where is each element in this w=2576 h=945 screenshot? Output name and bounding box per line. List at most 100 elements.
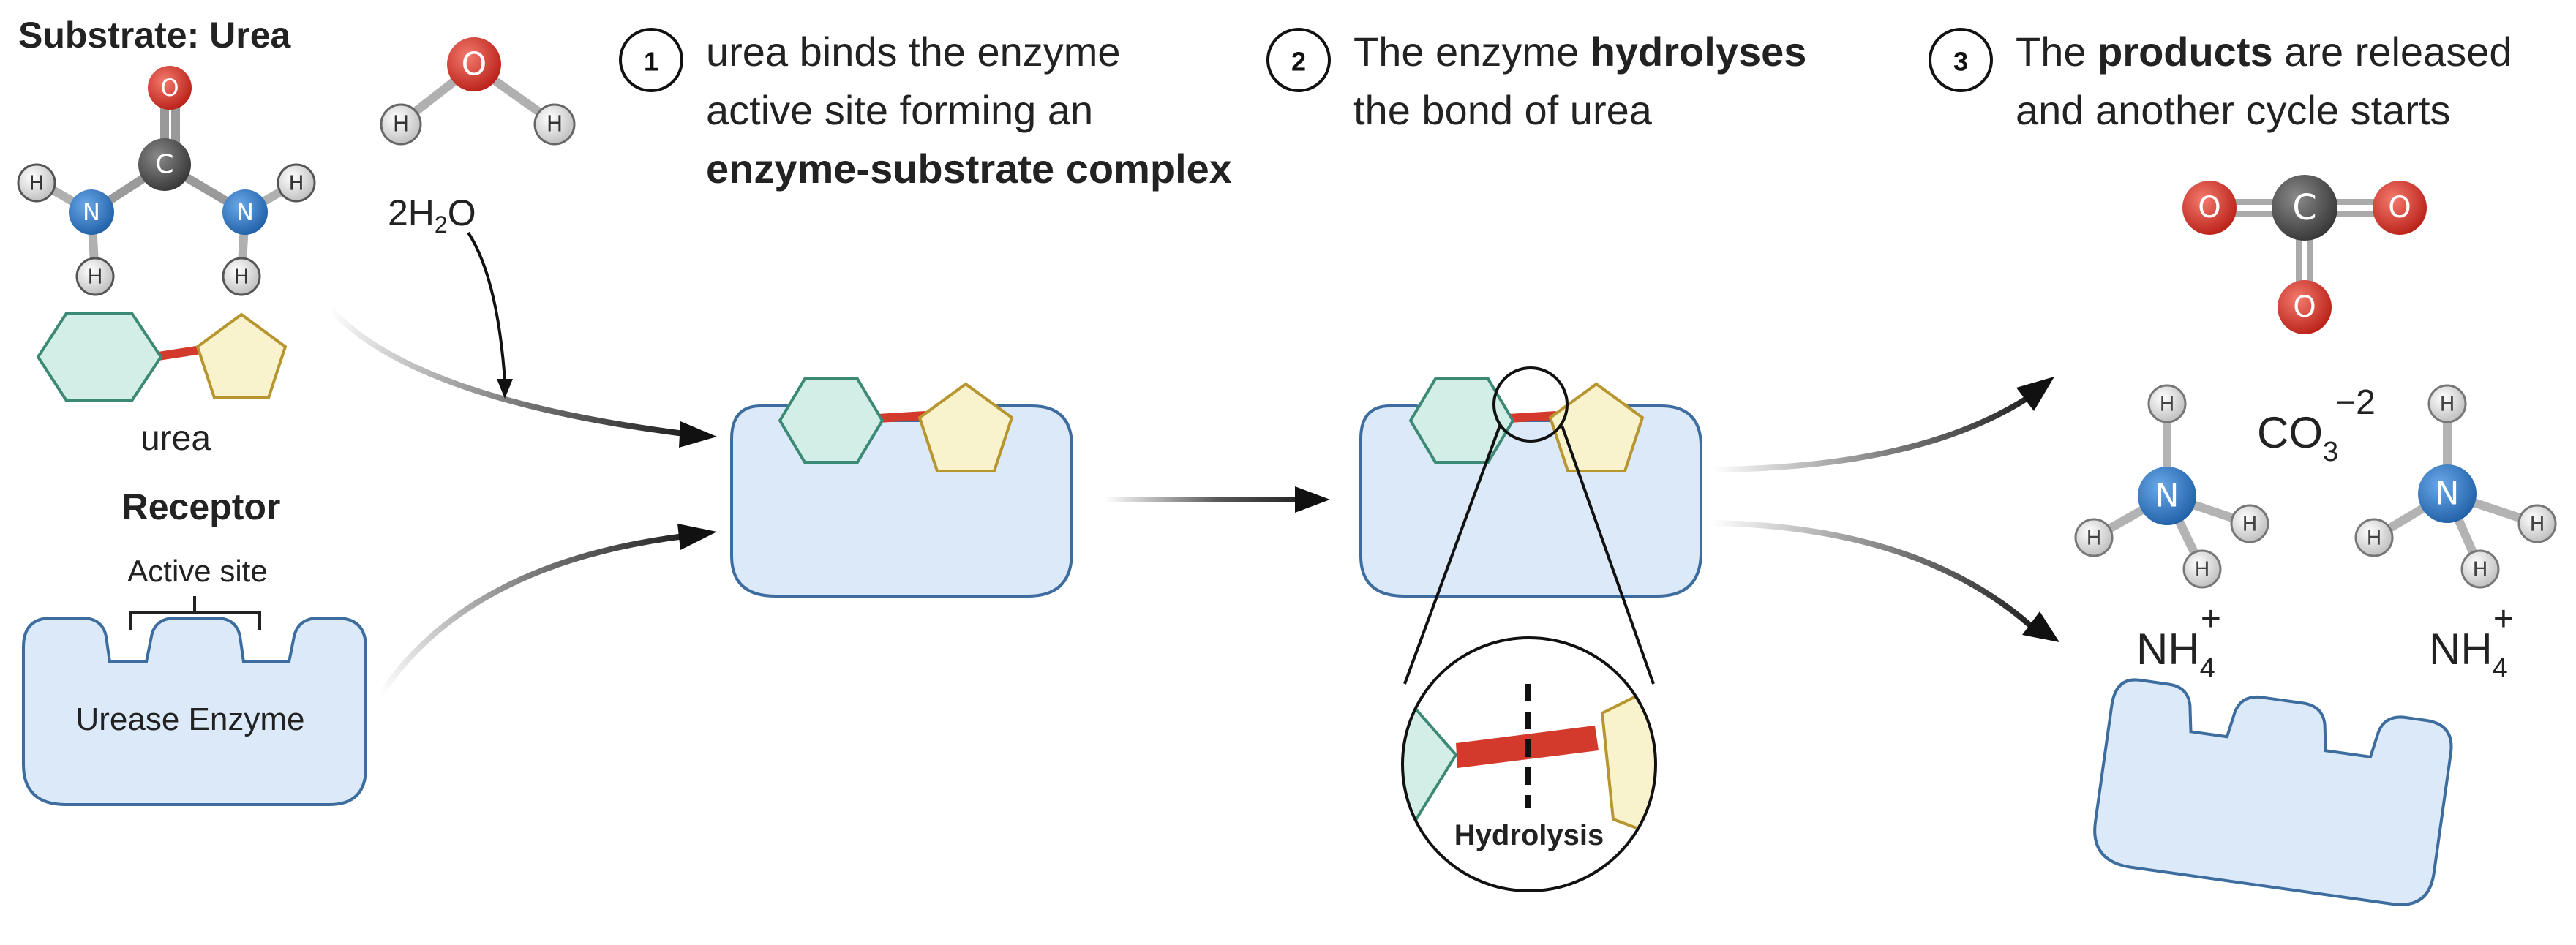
urea-oxygen-atom xyxy=(148,66,192,110)
hydrolysis-complex xyxy=(1359,366,1702,598)
svg-text:H: H xyxy=(547,112,563,138)
water-oxygen-atom xyxy=(447,37,501,91)
svg-text:3: 3 xyxy=(1953,47,1968,77)
ammonium-hydrogen-atom xyxy=(2230,504,2269,543)
enzyme-substrate-complex xyxy=(730,377,1073,598)
arrow-to-co2 xyxy=(1711,377,2054,472)
ammonium-hydrogen-atom xyxy=(2074,518,2114,557)
co2-oxygen-atom xyxy=(2373,181,2427,235)
ammonium-formula-right: NH4+ xyxy=(2429,600,2514,684)
arrow-water-to-complex xyxy=(467,231,513,399)
urea-hexagon xyxy=(36,312,163,402)
svg-text:O: O xyxy=(160,74,179,102)
urea-pentagon xyxy=(195,312,288,399)
svg-text:H: H xyxy=(2439,392,2455,416)
step-1-line-2: active site forming an xyxy=(706,87,1093,133)
ammonium-nitrogen-atom xyxy=(2138,467,2196,525)
svg-text:C: C xyxy=(155,150,173,180)
arrow-urea-to-complex xyxy=(326,305,717,448)
svg-text:O: O xyxy=(2388,191,2411,225)
zoom-line-left xyxy=(1403,425,1501,685)
step-2-number-badge: 2 xyxy=(1266,28,1331,92)
co2-oxygen-atom xyxy=(2182,181,2237,235)
svg-text:H: H xyxy=(29,171,44,195)
svg-text:H: H xyxy=(2159,392,2174,416)
svg-text:H: H xyxy=(2366,526,2381,550)
hydrolysis-label: Hydrolysis xyxy=(1454,819,1604,851)
svg-text:2: 2 xyxy=(1291,47,1306,77)
step-1-number-badge: 1 xyxy=(619,28,683,92)
urea-nitrogen-atom-left xyxy=(69,189,114,235)
co2-carbon-atom xyxy=(2272,175,2337,241)
water-formula: 2H2O xyxy=(388,192,476,238)
svg-text:N: N xyxy=(2436,475,2460,513)
complex-hexagon xyxy=(778,377,885,464)
step-3-number-badge: 3 xyxy=(1929,28,1993,92)
ammonium-hydrogen-atom xyxy=(2182,549,2222,589)
carbonate-formula: CO3−2 xyxy=(2257,383,2376,467)
receptor-title: Receptor xyxy=(122,486,281,527)
svg-text:O: O xyxy=(2198,191,2220,225)
step-1-line-3: enzyme-substrate complex xyxy=(706,146,1232,192)
released-enzyme-shape xyxy=(2093,678,2453,906)
hydrolysis-bond xyxy=(1508,411,1557,423)
co2-oxygen-atom xyxy=(2278,280,2332,334)
svg-text:H: H xyxy=(2086,526,2101,550)
svg-text:H: H xyxy=(288,171,304,195)
ammonium-hydrogen-atom xyxy=(2517,504,2557,543)
urea-carbon-atom xyxy=(138,138,191,191)
urea-hydrogen-atom xyxy=(277,163,316,203)
water-hydrogen-atom xyxy=(380,103,422,146)
urea-label: urea xyxy=(140,419,211,458)
svg-text:O: O xyxy=(462,46,487,83)
urea-molecule: O C N N H H H H xyxy=(17,66,316,296)
urea-hydrogen-atom xyxy=(17,163,56,203)
svg-text:1: 1 xyxy=(644,47,658,77)
hydrolysis-zoom-circle: Hydrolysis xyxy=(1401,636,1657,892)
carbon-dioxide-molecule: O C O O xyxy=(2182,175,2427,334)
svg-text:H: H xyxy=(2472,557,2487,581)
urea-nitrogen-atom-right xyxy=(222,189,268,235)
water-molecule: O H H xyxy=(380,37,576,146)
substrate-title: Substrate: Urea xyxy=(18,15,292,56)
svg-text:N: N xyxy=(83,198,100,226)
svg-text:H: H xyxy=(87,265,102,289)
zoom-pentagon-fragment xyxy=(1600,682,1656,843)
hydrolysis-pentagon xyxy=(1548,382,1645,472)
svg-text:H: H xyxy=(233,265,249,289)
zoom-line-right xyxy=(1561,425,1655,685)
complex-bond xyxy=(877,411,926,423)
bond-highlight-circle xyxy=(1492,366,1569,443)
released-enzyme xyxy=(2093,678,2453,906)
ammonium-hydrogen-atom xyxy=(2427,384,2467,423)
active-site-bracket xyxy=(129,596,261,630)
svg-text:N: N xyxy=(236,198,254,226)
ammonium-nitrogen-atom xyxy=(2418,464,2477,523)
urease-enzyme-shape xyxy=(22,617,367,806)
svg-text:O: O xyxy=(2293,290,2316,324)
hydrolysis-enzyme-shape xyxy=(1359,404,1702,598)
step-2-line-2: the bond of urea xyxy=(1353,87,1653,133)
step-2-line-1: The enzyme hydrolyses xyxy=(1353,29,1806,75)
ammonium-molecule-right: H H H N H xyxy=(2354,384,2557,589)
step-3-line-2: and another cycle starts xyxy=(2016,87,2451,133)
svg-text:H: H xyxy=(2529,512,2545,536)
svg-text:N: N xyxy=(2155,478,2179,515)
step-3-line-1: The products are released xyxy=(2016,29,2512,75)
svg-text:C: C xyxy=(2292,187,2317,228)
complex-pentagon xyxy=(917,382,1014,472)
step-1-line-1: urea binds the enzyme xyxy=(706,29,1121,75)
svg-text:H: H xyxy=(2194,557,2209,581)
ammonium-formula-left: NH4+ xyxy=(2136,600,2221,684)
svg-text:H: H xyxy=(2242,512,2257,536)
ammonium-hydrogen-atom xyxy=(2460,549,2500,589)
svg-text:H: H xyxy=(393,112,410,138)
urease-enzyme-label: Urease Enzyme xyxy=(75,701,304,737)
complex-enzyme-shape xyxy=(730,404,1073,598)
arrow-enzyme-to-complex xyxy=(378,524,717,697)
arrow-step1-to-step2 xyxy=(1105,486,1330,513)
urea-schematic xyxy=(36,312,288,402)
water-hydrogen-atom xyxy=(533,103,576,146)
ammonium-molecule-left: H H H N H xyxy=(2074,384,2269,589)
